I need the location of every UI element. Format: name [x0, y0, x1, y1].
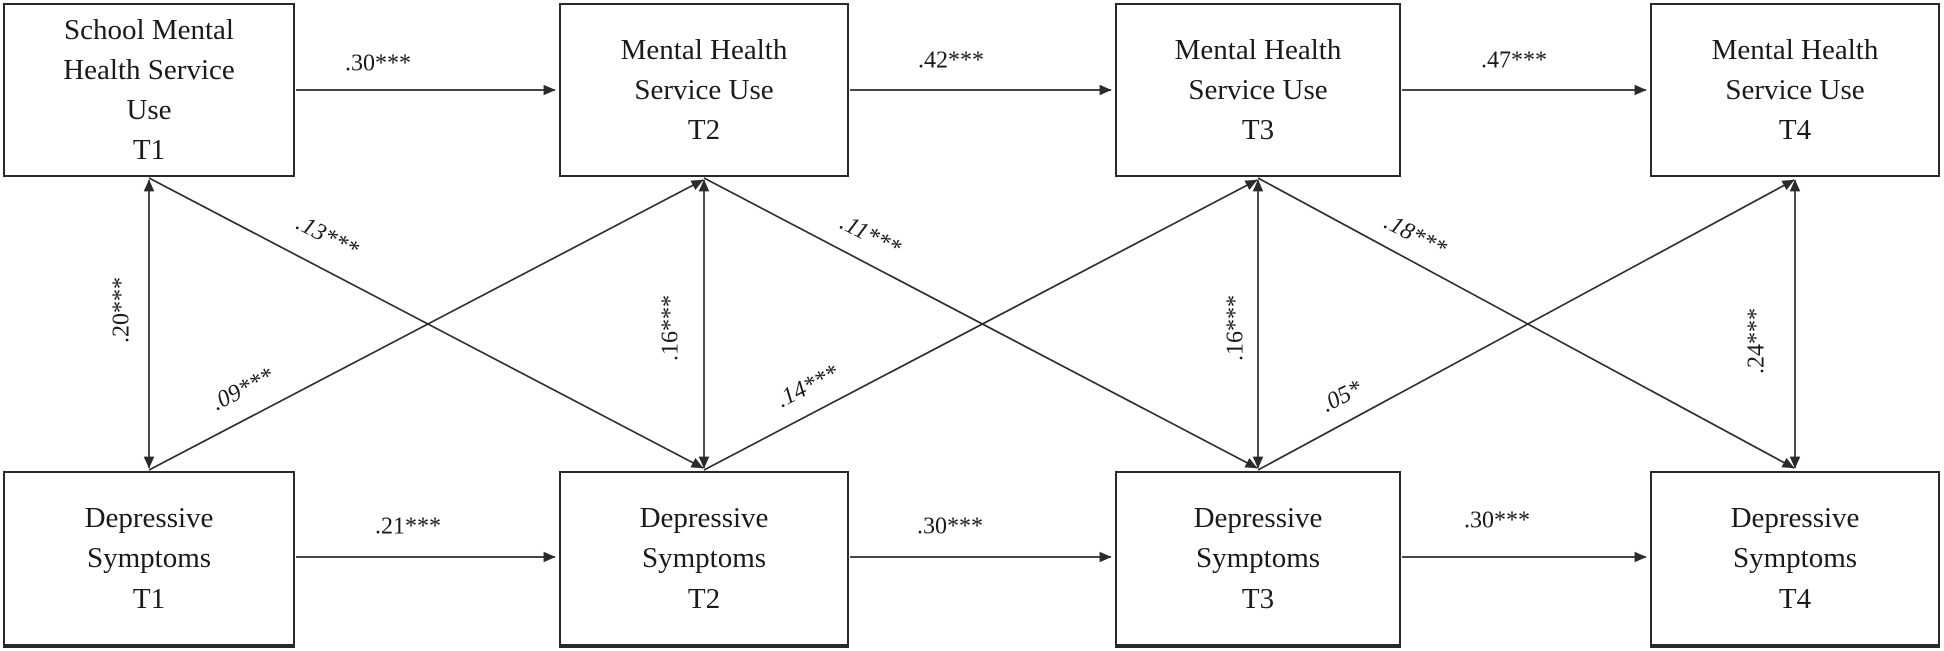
- arrow-crosslag-depressive-t2-service-t3: [703, 179, 1258, 471]
- arrow-crosslag-service-t3-depressive-t4: [1257, 177, 1795, 469]
- arrow-crosslag-service-t1-depressive-t2: [148, 177, 704, 469]
- box-depressive-t2: Depressive Symptoms T2: [559, 471, 849, 648]
- coef-depressive-t1-t2: .21***: [375, 513, 441, 540]
- coef-correlation-t2: .16***: [657, 295, 684, 361]
- arrow-crosslag-depressive-t1-service-t2: [148, 179, 704, 471]
- coef-depressive-t2-t3: .30***: [917, 513, 983, 540]
- box-service-use-t2: Mental Health Service Use T2: [559, 3, 849, 177]
- coef-correlation-t4: .24***: [1743, 308, 1770, 374]
- box-depressive-t4: Depressive Symptoms T4: [1650, 471, 1940, 648]
- arrow-crosslag-depressive-t3-service-t4: [1257, 179, 1795, 471]
- coef-service-use-t1-t2: .30***: [345, 50, 411, 77]
- coef-service-use-t3-t4: .47***: [1481, 47, 1547, 74]
- box-depressive-t1: Depressive Symptoms T1: [3, 471, 295, 648]
- arrow-crosslag-service-t2-depressive-t3: [703, 177, 1258, 469]
- coef-depressive-t3-t4: .30***: [1464, 507, 1530, 534]
- box-depressive-t3: Depressive Symptoms T3: [1115, 471, 1401, 648]
- coef-correlation-t1: .20***: [108, 277, 135, 343]
- box-service-use-t4: Mental Health Service Use T4: [1650, 3, 1940, 177]
- coef-correlation-t3: .16***: [1222, 295, 1249, 361]
- box-service-use-t3: Mental Health Service Use T3: [1115, 3, 1401, 177]
- box-service-use-t1: School Mental Health Service Use T1: [3, 3, 295, 177]
- coef-service-use-t2-t3: .42***: [918, 47, 984, 74]
